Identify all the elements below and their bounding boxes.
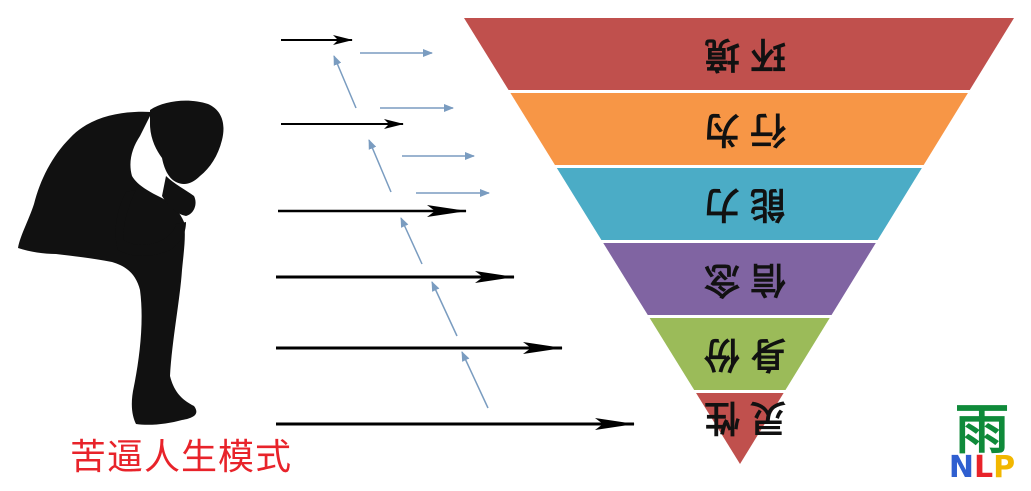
silhouette-arm (115, 190, 186, 256)
silhouette-body (18, 111, 197, 425)
yu-nlp-logo: 雨 NLP (936, 400, 1028, 486)
blue-diagonal-arrow-4 (431, 281, 458, 337)
caption-text: 苦逼人生模式 (70, 437, 293, 478)
silhouette-hand (162, 176, 196, 216)
silhouette-head (150, 100, 224, 184)
pyramid-label-capability: 能力 (694, 184, 786, 225)
black-arrows (276, 35, 635, 430)
logo-letter-n: N (948, 450, 974, 485)
pyramid-layer-environment (464, 18, 1014, 90)
blue-diagonal-arrow-5 (461, 351, 489, 409)
pyramid-label-identity: 身份 (694, 334, 786, 375)
blue-diagonal-arrow-1 (333, 55, 357, 109)
logo-letter-l: L (973, 450, 994, 485)
distressed-person-silhouette (18, 100, 224, 425)
logo-rain-character: 雨 (955, 398, 1009, 461)
pyramid-label-behavior: 行为 (694, 109, 786, 150)
pyramid-layer-behavior (510, 93, 968, 165)
pyramid-layer-identity (649, 318, 830, 390)
pyramid-label-spirit: 灵性 (694, 397, 786, 438)
pyramid-label-environment: 环境 (694, 34, 786, 75)
blue-arrows (333, 49, 490, 409)
logo-letter-p: P (993, 450, 1016, 485)
blue-diagonal-arrow-3 (400, 217, 423, 265)
pyramid-layer-capability (556, 168, 922, 240)
pyramid-layer-belief (603, 243, 876, 315)
pyramid-layer-spirit (696, 393, 784, 464)
logo-letters: NLP (936, 452, 1028, 484)
blue-diagonal-arrow-2 (368, 139, 392, 193)
pyramid-label-belief: 信念 (694, 259, 786, 301)
